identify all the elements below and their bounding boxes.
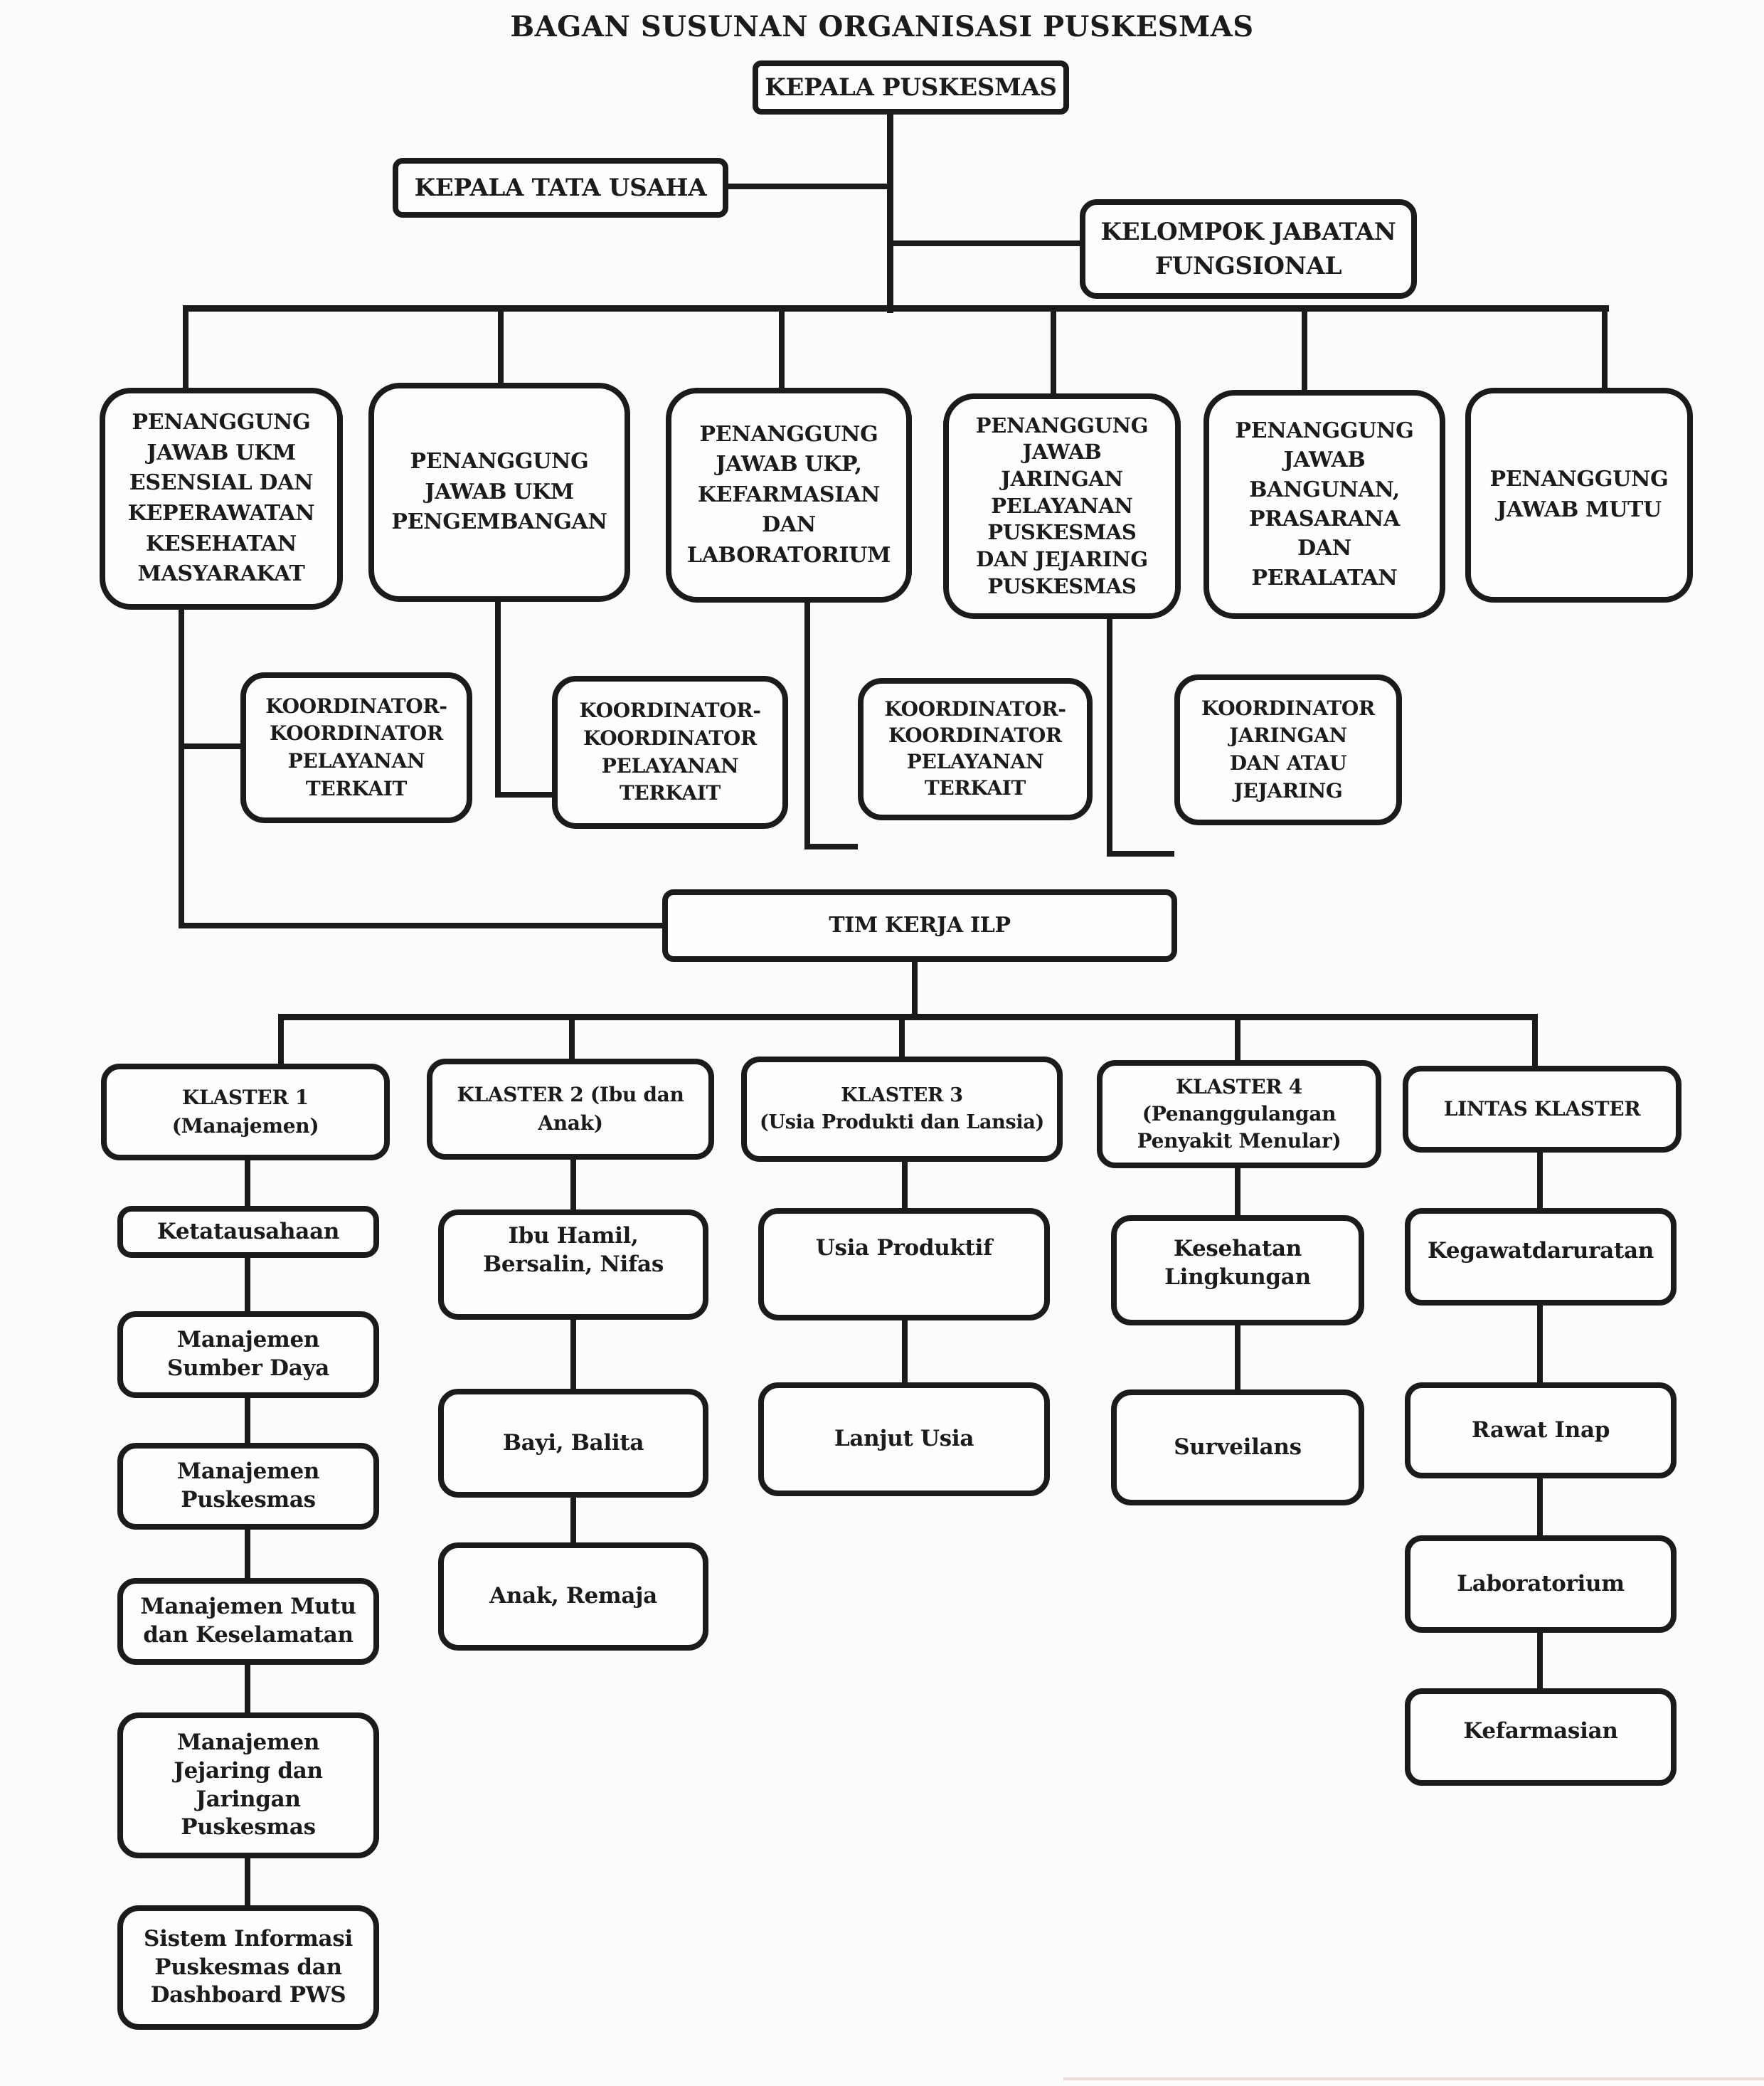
node-sistem-informasi-pws: Sistem Informasi Puskesmas dan Dashboard… xyxy=(117,1905,379,2030)
connector-line xyxy=(245,1396,250,1446)
connector-line xyxy=(1235,1323,1240,1392)
node-usia-produktif: Usia Produktif xyxy=(758,1208,1050,1320)
node-kefarmasian: Kefarmasian xyxy=(1405,1688,1677,1786)
connector-line xyxy=(902,1160,908,1210)
node-pj-ukp-kefarmasian: PENANGGUNG JAWAB UKP, KEFARMASIAN DAN LA… xyxy=(666,388,912,603)
node-koordinator-jaringan: KOORDINATOR JARINGAN DAN ATAU JEJARING xyxy=(1174,674,1402,825)
connector-line xyxy=(804,600,810,849)
node-manajemen-jejaring-jaringan: Manajemen Jejaring dan Jaringan Puskesma… xyxy=(117,1712,379,1858)
connector-line xyxy=(899,1017,905,1061)
connector-line xyxy=(887,110,893,313)
scan-artifact-line xyxy=(1063,2077,1764,2080)
node-kelompok-jabatan-fungsional: KELOMPOK JABATAN FUNGSIONAL xyxy=(1080,199,1417,299)
connector-line xyxy=(1107,851,1174,857)
connector-line xyxy=(1537,1631,1543,1690)
node-pj-ukm-esensial: PENANGGUNG JAWAB UKM ESENSIAL DAN KEPERA… xyxy=(100,388,343,610)
node-kepala-tata-usaha: KEPALA TATA USAHA xyxy=(393,158,728,218)
node-manajemen-puskesmas: Manajemen Puskesmas xyxy=(117,1443,379,1530)
node-kepala-puskesmas: KEPALA PUSKESMAS xyxy=(753,60,1069,115)
connector-line xyxy=(1532,1017,1538,1069)
connector-line xyxy=(245,1663,250,1715)
connector-line xyxy=(902,1318,908,1385)
connector-line xyxy=(495,600,501,798)
connector-line xyxy=(1302,308,1307,392)
node-klaster-1: KLASTER 1 (Manajemen) xyxy=(101,1064,390,1160)
connector-line xyxy=(183,308,188,390)
connector-line xyxy=(278,1014,1538,1020)
node-koordinator-pelayanan-2: KOORDINATOR- KOORDINATOR PELAYANAN TERKA… xyxy=(552,676,788,829)
node-lanjut-usia: Lanjut Usia xyxy=(758,1382,1050,1496)
node-klaster-4: KLASTER 4 (Penanggulangan Penyakit Menul… xyxy=(1097,1060,1381,1168)
node-manajemen-sumber-daya: Manajemen Sumber Daya xyxy=(117,1311,379,1398)
connector-line xyxy=(890,240,1082,246)
node-manajemen-mutu-keselamatan: Manajemen Mutu dan Keselamatan xyxy=(117,1578,379,1665)
connector-line xyxy=(570,1318,576,1391)
node-ketatausahaan: Ketatausahaan xyxy=(117,1206,379,1258)
connector-line xyxy=(1602,308,1608,390)
connector-line xyxy=(1235,1017,1240,1063)
connector-line xyxy=(726,184,891,189)
node-bayi-balita: Bayi, Balita xyxy=(438,1389,708,1498)
connector-line xyxy=(912,959,918,1020)
connector-line xyxy=(570,1158,576,1212)
node-laboratorium: Laboratorium xyxy=(1405,1535,1677,1633)
connector-line xyxy=(1537,1150,1543,1210)
connector-line xyxy=(245,1158,250,1208)
node-anak-remaja: Anak, Remaja xyxy=(438,1542,708,1651)
node-kegawatdaruratan: Kegawatdaruratan xyxy=(1405,1208,1677,1306)
node-lintas-klaster: LINTAS KLASTER xyxy=(1403,1066,1681,1153)
node-pj-jaringan-pelayanan: PENANGGUNG JAWAB JARINGAN PELAYANAN PUSK… xyxy=(943,393,1181,619)
node-koordinator-pelayanan-3: KOORDINATOR- KOORDINATOR PELAYANAN TERKA… xyxy=(858,678,1093,820)
connector-line xyxy=(245,1528,250,1581)
connector-line xyxy=(1107,616,1112,857)
connector-line xyxy=(570,1497,576,1545)
node-klaster-2: KLASTER 2 (Ibu dan Anak) xyxy=(427,1059,714,1160)
connector-line xyxy=(498,308,504,385)
connector-line xyxy=(278,1017,284,1066)
connector-line xyxy=(569,1017,575,1062)
connector-line xyxy=(179,923,662,928)
connector-line xyxy=(245,1256,250,1313)
connector-line xyxy=(495,792,552,798)
connector-line xyxy=(1537,1476,1543,1537)
node-pj-bangunan: PENANGGUNG JAWAB BANGUNAN, PRASARANA DAN… xyxy=(1204,390,1445,619)
connector-line xyxy=(1537,1303,1543,1385)
connector-line xyxy=(183,305,1609,312)
node-surveilans: Surveilans xyxy=(1111,1389,1364,1505)
chart-title: BAGAN SUSUNAN ORGANISASI PUSKESMAS xyxy=(510,10,1254,43)
connector-line xyxy=(179,607,184,928)
node-pj-mutu: PENANGGUNG JAWAB MUTU xyxy=(1465,388,1693,603)
connector-line xyxy=(1051,308,1056,397)
node-ibu-hamil-bersalin-nifas: Ibu Hamil, Bersalin, Nifas xyxy=(438,1209,708,1320)
connector-line xyxy=(779,308,785,390)
node-rawat-inap: Rawat Inap xyxy=(1405,1382,1677,1478)
connector-line xyxy=(179,743,240,749)
node-klaster-3: KLASTER 3 (Usia Produkti dan Lansia) xyxy=(741,1057,1063,1162)
connector-line xyxy=(1235,1166,1240,1217)
connector-line xyxy=(804,844,858,849)
node-kesehatan-lingkungan: Kesehatan Lingkungan xyxy=(1111,1215,1364,1325)
connector-line xyxy=(245,1856,250,1908)
node-tim-kerja-ilp: TIM KERJA ILP xyxy=(662,889,1177,962)
node-koordinator-pelayanan-1: KOORDINATOR- KOORDINATOR PELAYANAN TERKA… xyxy=(240,672,472,823)
node-pj-ukm-pengembangan: PENANGGUNG JAWAB UKM PENGEMBANGAN xyxy=(368,383,630,602)
